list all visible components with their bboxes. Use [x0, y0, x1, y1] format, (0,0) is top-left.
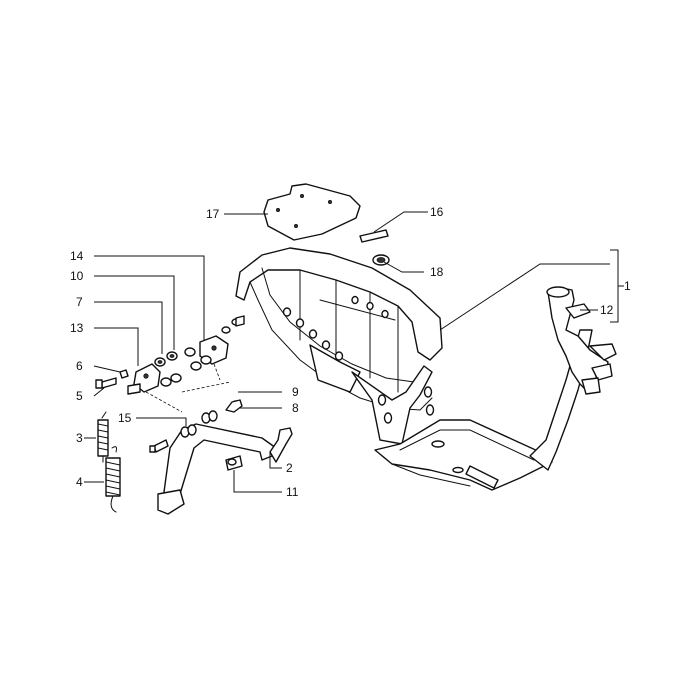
- callout-14: 14: [70, 249, 84, 263]
- callout-labels: 1 12 17 16 18 14 10 7 13 6 5 9 8 15 3 4 …: [70, 205, 631, 499]
- callout-6: 6: [76, 359, 83, 373]
- callout-10: 10: [70, 269, 84, 283]
- callout-9: 9: [292, 385, 299, 399]
- callout-15: 15: [118, 411, 132, 425]
- part-4-spring: [105, 446, 121, 513]
- callout-5: 5: [76, 389, 83, 403]
- callout-17: 17: [206, 207, 220, 221]
- part-2-center-stand: [157, 423, 293, 515]
- callout-11: 11: [286, 485, 299, 499]
- callout-13: 13: [70, 321, 84, 335]
- leader-lines: [93, 211, 624, 493]
- callout-4: 4: [76, 475, 83, 489]
- callout-8: 8: [292, 401, 299, 415]
- frame-holes: [282, 295, 389, 361]
- callout-1: 1: [624, 279, 631, 293]
- part-3-spring: [97, 411, 109, 463]
- callout-7: 7: [76, 295, 83, 309]
- scooter-frame: [235, 247, 617, 491]
- stand-bracket-left: [127, 363, 161, 395]
- bolts: [95, 315, 245, 453]
- part-16-strip: [359, 229, 389, 243]
- callout-3: 3: [76, 431, 83, 445]
- assembly-lines: [145, 363, 231, 413]
- callout-2: 2: [286, 461, 293, 475]
- part-15-bushing-pair: [180, 410, 218, 438]
- callout-12: 12: [600, 303, 614, 317]
- part-17-cover-plate: [263, 183, 361, 241]
- callout-18: 18: [430, 265, 444, 279]
- callout-16: 16: [430, 205, 444, 219]
